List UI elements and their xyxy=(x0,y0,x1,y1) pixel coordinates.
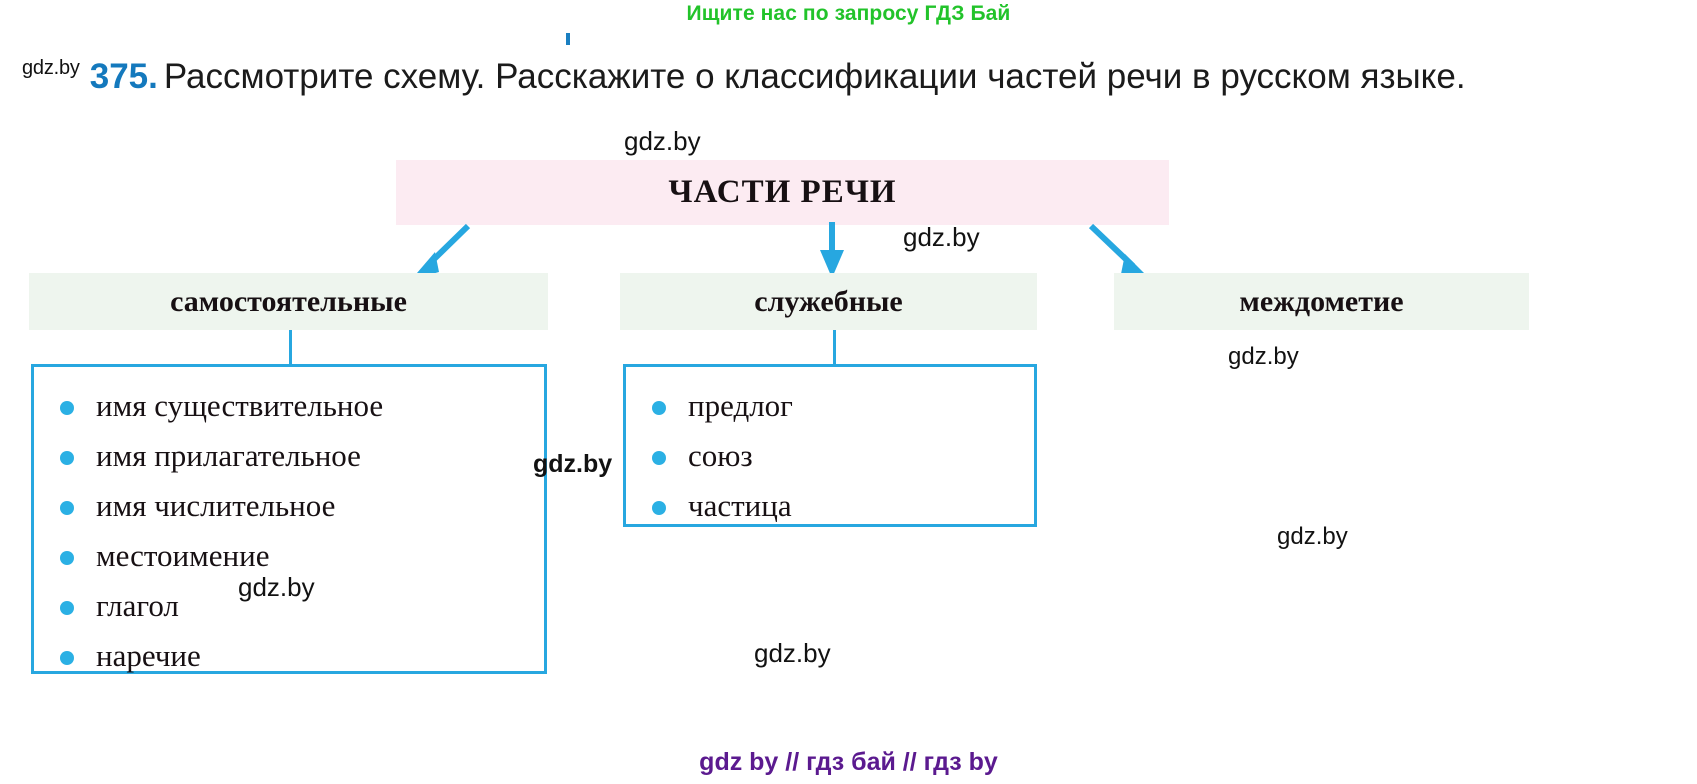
exercise-number: 375. xyxy=(89,57,158,96)
list-auxiliary: предлог союз частица xyxy=(626,367,1034,531)
watermark: gdz.by xyxy=(624,126,701,156)
list-item: имя существительное xyxy=(58,381,544,431)
connector-independent xyxy=(289,330,292,366)
list-item: местоимение xyxy=(58,531,544,581)
watermark: gdz.by xyxy=(754,638,831,668)
node-interjection-label: междометие xyxy=(1239,284,1404,318)
list-panel-independent: имя существительное имя прилагательное и… xyxy=(31,364,547,674)
watermark: gdz.by xyxy=(1228,343,1299,370)
list-item: имя прилагательное xyxy=(58,431,544,481)
exercise-instruction: Рассмотрите схему. Расскажите о классифи… xyxy=(163,57,1466,96)
node-auxiliary-label: служебные xyxy=(754,284,903,318)
node-parts-of-speech: ЧАСТИ РЕЧИ xyxy=(396,160,1169,225)
promo-banner: Ищите нас по запросу ГДЗ Бай xyxy=(686,2,1011,25)
node-independent: самостоятельные xyxy=(29,273,548,330)
exercise-heading: gdz.by 375.Рассмотрите схему. Расскажите … xyxy=(22,42,1582,103)
list-item: предлог xyxy=(650,381,1034,431)
connector-auxiliary xyxy=(833,330,836,366)
node-auxiliary: служебные xyxy=(620,273,1037,330)
footer-links: gdz by // гдз бай // гдз by xyxy=(699,748,998,776)
list-independent: имя существительное имя прилагательное и… xyxy=(34,367,544,681)
watermark: gdz.by xyxy=(903,222,980,252)
watermark: gdz.by xyxy=(1277,523,1348,550)
list-item: союз xyxy=(650,431,1034,481)
list-panel-auxiliary: предлог союз частица xyxy=(623,364,1037,527)
node-independent-label: самостоятельные xyxy=(170,284,407,318)
list-item: частица xyxy=(650,481,1034,531)
watermark: gdz.by xyxy=(238,572,315,602)
node-interjection: междометие xyxy=(1114,273,1529,330)
list-item: глагол xyxy=(58,581,544,631)
list-item: имя числительное xyxy=(58,481,544,531)
watermark-inline: gdz.by xyxy=(22,57,80,79)
arrow-middle xyxy=(820,222,844,278)
stray-mark xyxy=(566,33,570,45)
watermark: gdz.by xyxy=(533,450,613,478)
list-item: наречие xyxy=(58,631,544,681)
node-parts-of-speech-label: ЧАСТИ РЕЧИ xyxy=(668,174,897,210)
